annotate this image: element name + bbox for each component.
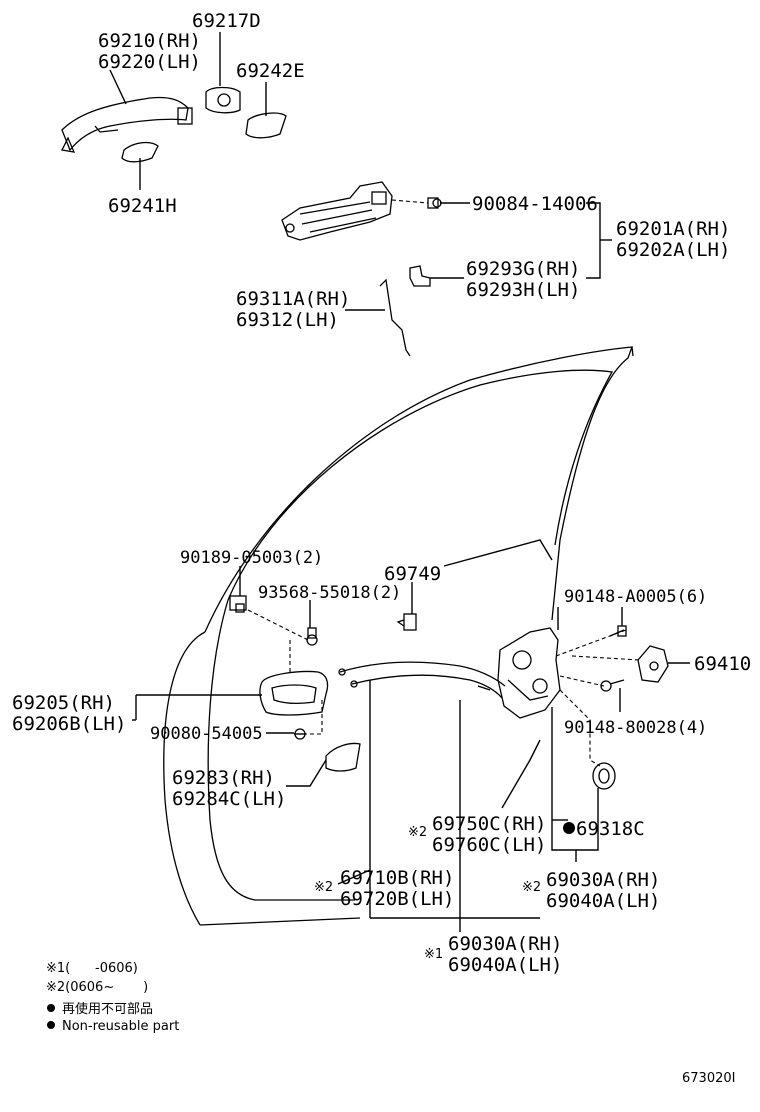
rod-69311 bbox=[379, 278, 411, 357]
note-3: 再使用不可部品 bbox=[62, 1001, 153, 1017]
note-4: Non-reusable part bbox=[62, 1019, 179, 1034]
door-outline bbox=[163, 346, 634, 926]
legend-dot-2 bbox=[47, 1021, 55, 1029]
label-69720B: 69720B(LH) bbox=[340, 888, 454, 910]
label-69749: 69749 bbox=[384, 563, 441, 585]
label-69220: 69220(LH) bbox=[98, 51, 201, 73]
mark-1: ※1 bbox=[424, 947, 443, 962]
label-69311A: 69311A(RH) bbox=[236, 288, 350, 310]
clip-69749 bbox=[396, 613, 417, 631]
label-90189: 90189-05003(2) bbox=[180, 548, 323, 568]
label-69206B: 69206B(LH) bbox=[12, 713, 126, 735]
label-69710B: 69710B(RH) bbox=[340, 867, 454, 889]
leader-lines bbox=[109, 32, 690, 932]
label-69318C: 69318C bbox=[576, 818, 645, 840]
label-93568: 93568-55018(2) bbox=[258, 583, 401, 603]
label-69410: 69410 bbox=[694, 653, 751, 675]
label-69202A: 69202A(LH) bbox=[616, 239, 730, 261]
label-69217D: 69217D bbox=[192, 10, 261, 32]
clip-69293 bbox=[409, 265, 431, 287]
screw-90084 bbox=[427, 197, 442, 209]
non-reusable-dot bbox=[563, 822, 575, 834]
mark-2a: ※2 bbox=[408, 825, 427, 840]
handle-gasket bbox=[121, 141, 159, 163]
assembly-lines bbox=[247, 199, 641, 767]
mark-2b: ※2 bbox=[314, 880, 333, 895]
label-69750C: 69750C(RH) bbox=[432, 813, 546, 835]
label-69030A-1: 69030A(RH) bbox=[448, 933, 562, 955]
label-90148b: 90148-80028(4) bbox=[564, 718, 707, 738]
label-69242E: 69242E bbox=[236, 60, 305, 82]
label-69284C: 69284C(LH) bbox=[172, 788, 286, 810]
figure-id: 673020I bbox=[682, 1071, 735, 1086]
label-69040A-2: 69040A(LH) bbox=[546, 890, 660, 912]
cables bbox=[338, 661, 506, 699]
label-69283: 69283(RH) bbox=[172, 767, 275, 789]
label-69201A: 69201A(RH) bbox=[616, 218, 730, 240]
label-69293G: 69293G(RH) bbox=[466, 258, 580, 280]
note-2: ※2(0606~ ) bbox=[46, 980, 148, 995]
mark-2c: ※2 bbox=[522, 880, 541, 895]
label-69760C: 69760C(LH) bbox=[432, 834, 546, 856]
label-69030A-2: 69030A(RH) bbox=[546, 869, 660, 891]
label-69205: 69205(RH) bbox=[12, 692, 115, 714]
label-69040A-1: 69040A(LH) bbox=[448, 954, 562, 976]
screw-90080 bbox=[294, 728, 306, 740]
label-69312: 69312(LH) bbox=[236, 309, 339, 331]
inside-handle-bezel bbox=[325, 742, 361, 772]
handle-pad bbox=[245, 112, 287, 139]
outside-handle bbox=[61, 96, 193, 153]
clip-90189 bbox=[229, 595, 247, 613]
handle-frame bbox=[281, 181, 393, 241]
screw-93568 bbox=[306, 627, 318, 646]
label-69241H: 69241H bbox=[108, 195, 177, 217]
inside-handle bbox=[259, 670, 329, 716]
label-90148a: 90148-A0005(6) bbox=[564, 587, 707, 607]
label-69293H: 69293H(LH) bbox=[466, 279, 580, 301]
striker-69410 bbox=[637, 645, 669, 683]
grommet-69318 bbox=[592, 762, 616, 790]
legend-dot-1 bbox=[47, 1004, 55, 1012]
screw-90148b bbox=[600, 679, 625, 692]
label-69210: 69210(RH) bbox=[98, 30, 201, 52]
part-labels: 69217D 69210(RH) 69220(LH) 69242E 69241H… bbox=[12, 10, 751, 976]
handle-cap bbox=[205, 86, 241, 114]
label-90084: 90084-14006 bbox=[472, 193, 598, 215]
door-lock bbox=[497, 627, 561, 719]
note-1: ※1( -0606) bbox=[46, 961, 138, 976]
label-90080: 90080-54005 bbox=[150, 724, 263, 744]
legend: ※1( -0606) ※2(0606~ ) 再使用不可部品 Non-reusab… bbox=[46, 961, 179, 1034]
